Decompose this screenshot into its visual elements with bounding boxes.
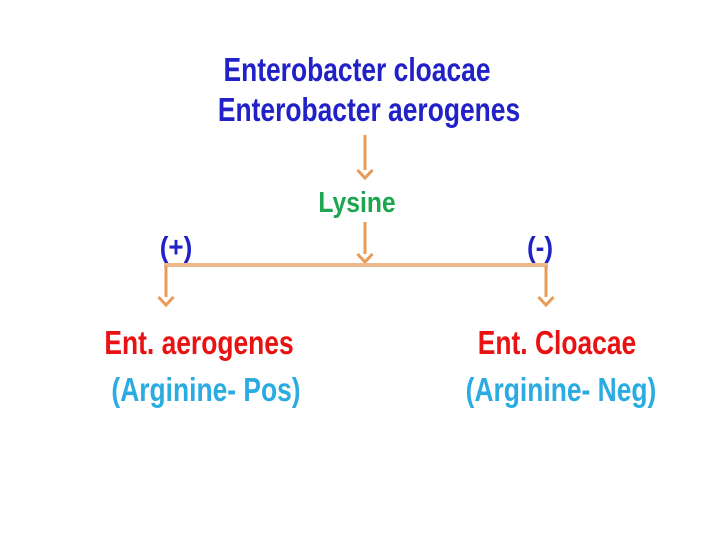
lysine-test-label: Lysine — [318, 187, 396, 219]
right-organism-label: Ent. Cloacae — [477, 324, 637, 361]
arrow-lysine-to-branch — [356, 222, 374, 265]
title-line-1: Enterobacter cloacae — [223, 51, 491, 88]
branch-arrow-left — [157, 266, 175, 308]
branch-right-sign: (-) — [526, 232, 554, 264]
left-organism-label: Ent. aerogenes — [104, 324, 294, 361]
left-note-label: (Arginine- Pos) — [111, 371, 301, 408]
branch-arrow-right — [537, 266, 555, 308]
right-note-label: (Arginine- Neg) — [465, 371, 657, 408]
title-line-2: Enterobacter aerogenes — [217, 91, 521, 128]
branch-left-sign: (+) — [159, 232, 193, 264]
arrow-title-to-lysine — [356, 135, 374, 181]
